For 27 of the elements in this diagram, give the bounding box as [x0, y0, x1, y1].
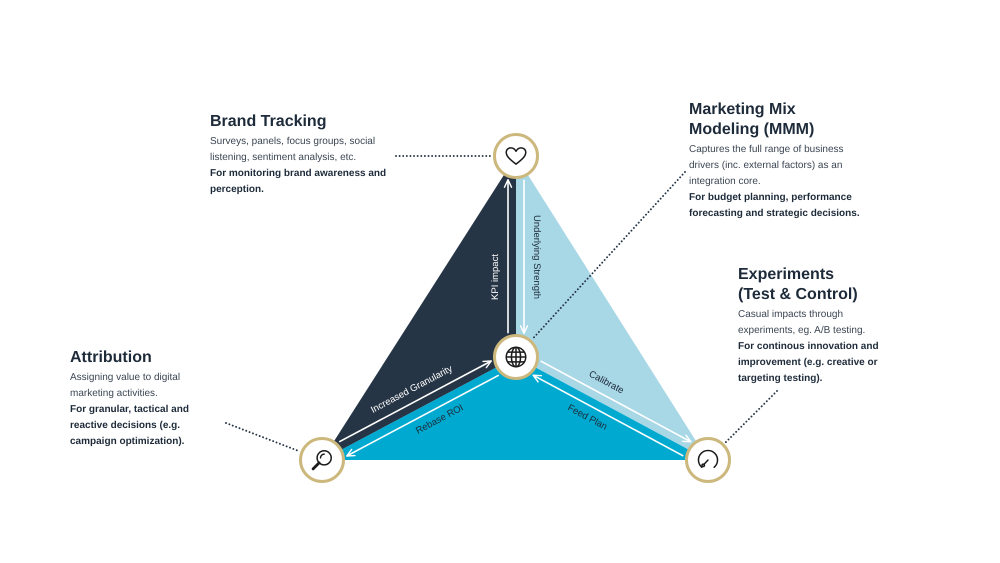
highlight-note: For budget planning, performance forecasting and strategic decisions.: [689, 191, 861, 221]
arrow: [346, 374, 500, 457]
highlight-note: For granular, tactical and reactive decisions (e.g. campaign optimization).: [70, 403, 190, 449]
highlight-note: For monitoring brand awareness and perception.: [210, 167, 388, 197]
description: Casual impacts through experiments, eg. A/B testing.: [738, 308, 866, 338]
description: Assigning value to digital marketing activities.: [70, 371, 182, 401]
leader-line: [395, 155, 492, 157]
arrow: [532, 374, 684, 457]
description: Surveys, panels, focus groups, social listening, sentiment analysis, etc.: [210, 135, 376, 165]
heading: Experiments (Test & Control): [738, 265, 859, 305]
leader-line: [225, 422, 300, 452]
arrow: [504, 179, 512, 334]
leader-line: [724, 390, 778, 444]
heading: Brand Tracking: [210, 112, 328, 132]
leader-line: [532, 171, 686, 340]
arrow: [520, 180, 528, 334]
magnifier-icon: [299, 437, 345, 483]
gauge-icon: [685, 437, 731, 483]
arrow: [540, 360, 692, 442]
heading: Attribution: [70, 348, 153, 368]
edge-label: Feed Plan: [565, 402, 610, 434]
arrow: [338, 360, 492, 442]
highlight-note: For continous innovation and improvement (e.g. creative or targeting testing).: [738, 340, 880, 386]
heading: Marketing Mix Modeling (MMM): [689, 100, 816, 140]
edge-label: KPI impact: [490, 254, 502, 300]
description: Captures the full range of business drivers (inc. external factors) as an integration core.: [689, 143, 845, 189]
edge-label: Underlying Strength: [530, 214, 542, 298]
